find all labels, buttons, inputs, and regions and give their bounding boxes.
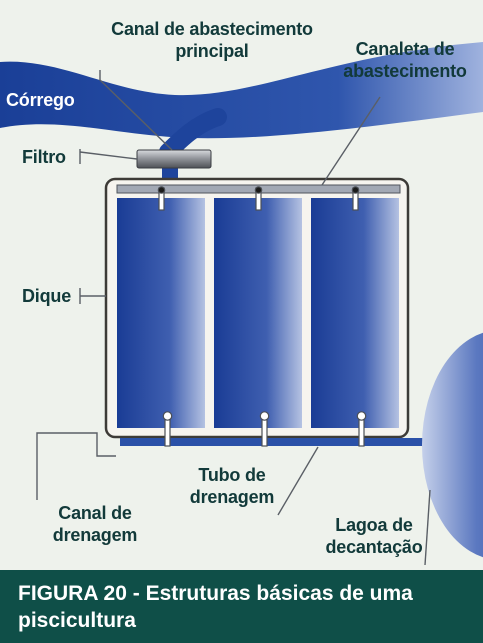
figure-caption-bar: FIGURA 20 - Estruturas básicas de uma pi… [0, 570, 483, 643]
label-main-supply-channel: Canal de abastecimento principal [82, 18, 342, 62]
label-drain-pipe-line2: drenagem [189, 487, 275, 507]
label-settling-pond-line2: decantação [325, 537, 423, 557]
label-stream: Córrego [6, 90, 75, 110]
label-settling-pond: Lagoa de decantação [314, 514, 434, 558]
label-drain-pipe-line1: Tubo de [198, 465, 266, 485]
leader-lines [36, 70, 431, 566]
label-main-supply-line2: principal [175, 41, 249, 61]
settling-pond [422, 332, 483, 558]
figure-caption: FIGURA 20 - Estruturas básicas de uma pi… [18, 582, 413, 632]
label-feeder-line1: Canaleta de [355, 39, 455, 59]
stream-shape [0, 42, 483, 139]
tank-1 [117, 198, 205, 428]
label-drainage-canal-line1: Canal de [58, 503, 132, 523]
filter-shape [136, 149, 212, 169]
tank-2 [214, 198, 302, 428]
label-main-supply-line1: Canal de abastecimento [111, 19, 313, 39]
label-drain-pipe: Tubo de drenagem [174, 464, 290, 508]
label-dike: Dique [22, 286, 72, 306]
tank-3 [311, 198, 399, 428]
label-drainage-canal: Canal de drenagem [36, 502, 154, 546]
label-feeder-line2: abastecimento [343, 61, 467, 81]
label-drainage-canal-line2: drenagem [52, 525, 138, 545]
diagram-svg [0, 42, 483, 566]
inlet-pipes [157, 186, 360, 211]
label-filter: Filtro [22, 147, 66, 167]
label-feeder-canal: Canaleta de abastecimento [340, 38, 470, 82]
label-settling-pond-line1: Lagoa de [335, 515, 413, 535]
outlet-pipes [162, 411, 367, 447]
diagram-area: Canal de abastecimento principal Canalet… [0, 18, 483, 566]
drain-pipe [120, 438, 438, 446]
